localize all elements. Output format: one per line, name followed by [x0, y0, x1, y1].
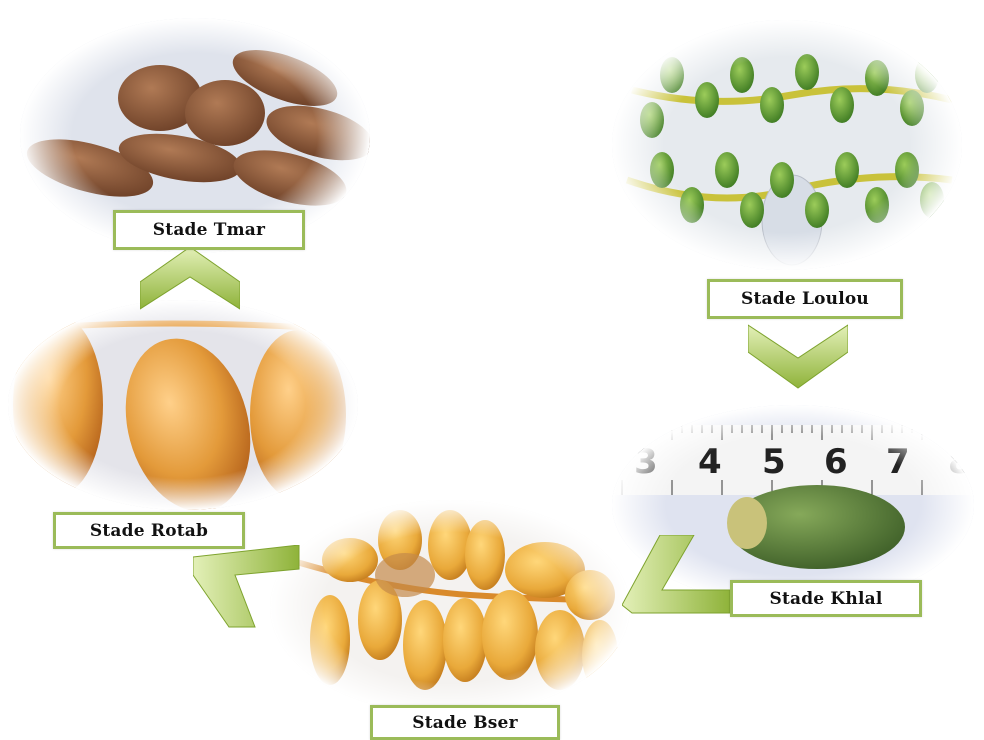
- photo-loulou: [612, 20, 962, 270]
- arrow-down-icon: [748, 320, 848, 390]
- arrow-up-icon: [140, 247, 240, 312]
- photo-rotab: [8, 300, 358, 510]
- label-stade-khlal: Stade Khlal: [730, 580, 922, 617]
- arrow-left-icon: [622, 535, 732, 615]
- photo-bser: [270, 500, 630, 715]
- label-stade-bser: Stade Bser: [370, 705, 560, 740]
- arrow-left-up-icon: [193, 545, 303, 630]
- label-stade-tmar: Stade Tmar: [113, 210, 305, 250]
- label-stade-loulou: Stade Loulou: [707, 279, 903, 319]
- label-stade-rotab: Stade Rotab: [53, 512, 245, 549]
